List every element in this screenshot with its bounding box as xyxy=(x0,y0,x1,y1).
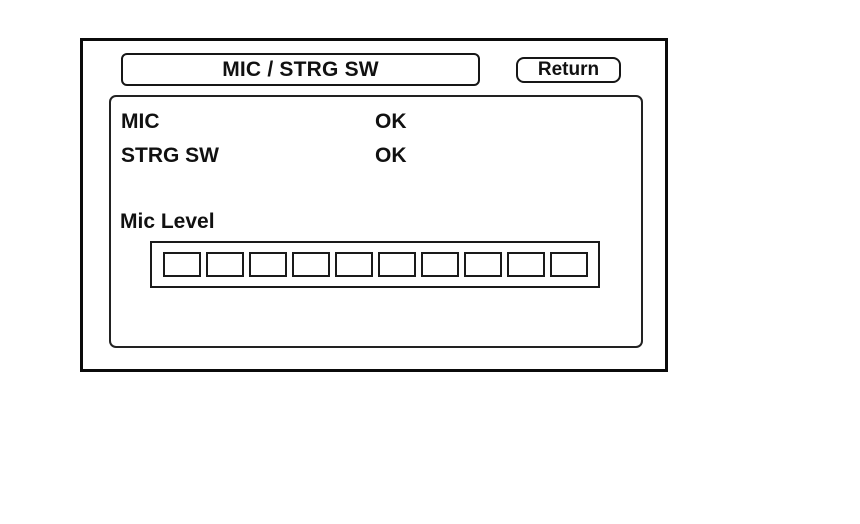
mic-level-segment xyxy=(205,252,244,277)
mic-level-segment xyxy=(162,252,201,277)
mic-level-segment xyxy=(291,252,330,277)
mic-level-segment xyxy=(334,252,373,277)
mic-level-segment xyxy=(377,252,416,277)
mic-level-segment xyxy=(506,252,545,277)
mic-level-label: Mic Level xyxy=(120,210,215,233)
mic-level-segment xyxy=(463,252,502,277)
status-panel: MIC OK STRG SW OK Mic Level xyxy=(109,95,643,348)
status-row-strgsw-value: OK xyxy=(375,144,407,167)
mic-level-segment xyxy=(420,252,459,277)
return-button[interactable]: Return xyxy=(516,57,621,83)
page-title: MIC / STRG SW xyxy=(222,57,379,81)
mic-level-segment xyxy=(549,252,588,277)
mic-level-bar xyxy=(150,241,600,288)
status-row-strgsw-label: STRG SW xyxy=(121,144,219,167)
screen-title-box: MIC / STRG SW xyxy=(121,53,480,86)
diagnostic-screen-frame: MIC / STRG SW Return MIC OK STRG SW OK M… xyxy=(80,38,668,372)
status-row-mic-value: OK xyxy=(375,110,407,133)
mic-level-segment xyxy=(248,252,287,277)
status-row-mic-label: MIC xyxy=(121,110,160,133)
